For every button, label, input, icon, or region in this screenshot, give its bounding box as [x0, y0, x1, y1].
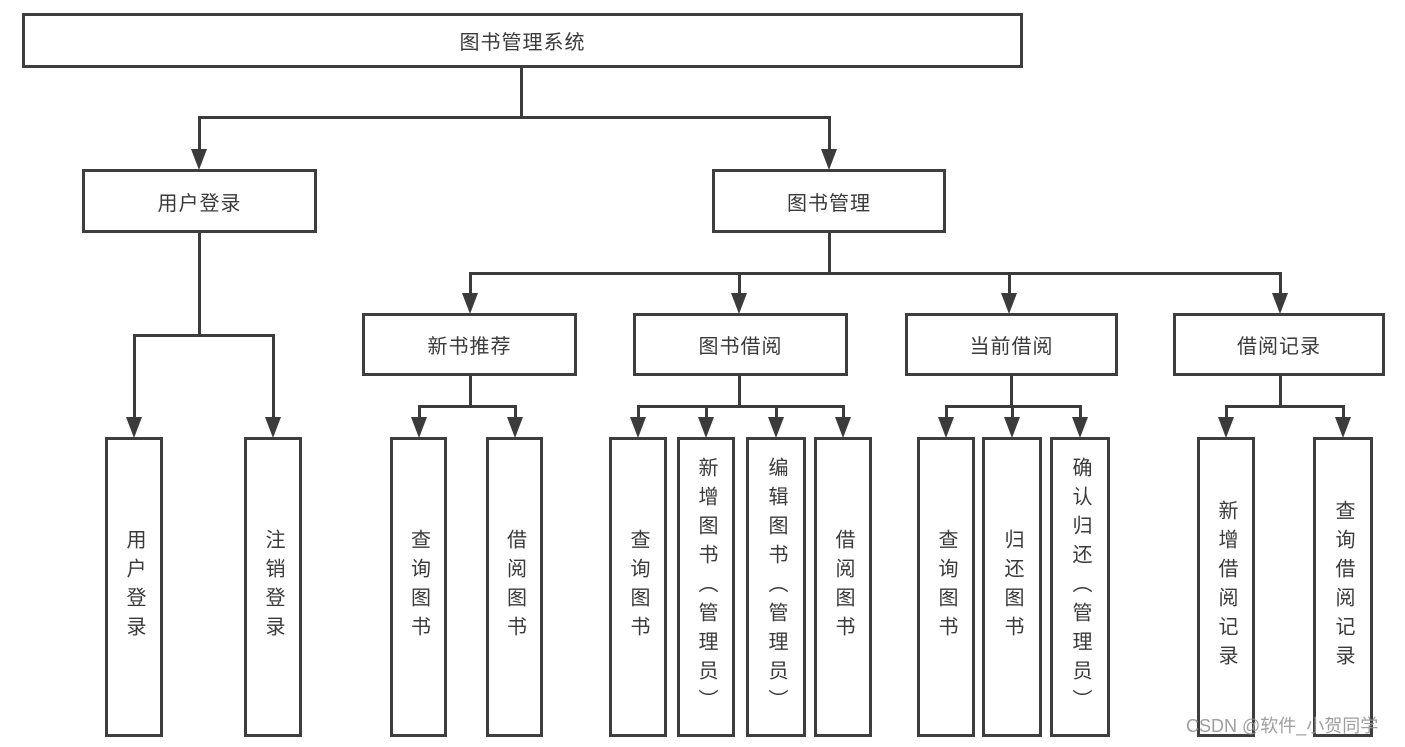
arrowhead-down-icon — [265, 417, 281, 438]
arrowhead-down-icon — [630, 417, 646, 438]
connector-line-vertical — [1224, 406, 1228, 418]
node-borrowing-records-label: 借阅记录 — [1237, 336, 1321, 358]
connector-line-vertical — [197, 117, 201, 150]
connector-line-vertical — [1341, 406, 1345, 418]
leaf-user-login: 用户登录 — [105, 437, 163, 737]
leaf-add-books-admin-label: 新增图书（管理员） — [695, 456, 717, 718]
arrowhead-down-icon — [1072, 417, 1088, 438]
leaf-add-books-admin: 新增图书（管理员） — [677, 437, 735, 737]
node-user-login-label: 用户登录 — [157, 192, 242, 215]
arrowhead-down-icon — [1004, 417, 1020, 438]
connector-line-vertical — [704, 406, 708, 418]
leaf-add-borrow-record-label: 新增借阅记录 — [1215, 500, 1237, 674]
connector-line-vertical — [1009, 376, 1013, 406]
connector-line-vertical — [197, 233, 201, 335]
arrowhead-down-icon — [1272, 293, 1288, 314]
leaf-return-books: 归还图书 — [982, 437, 1042, 737]
connector-line-vertical — [774, 406, 778, 418]
leaf-query-borrow-record: 查询借阅记录 — [1313, 437, 1373, 737]
connector-line-vertical — [841, 406, 845, 418]
node-library-management-system: 图书管理系统 — [22, 13, 1023, 68]
leaf-confirm-return-admin: 确认归还（管理员） — [1050, 437, 1110, 737]
connector-line-vertical — [1278, 273, 1282, 294]
connector-line-vertical — [417, 406, 421, 418]
arrowhead-down-icon — [938, 417, 954, 438]
leaf-borrow-books-recommend: 借阅图书 — [486, 437, 543, 737]
connector-line-vertical — [468, 273, 472, 294]
connector-line-vertical — [737, 273, 741, 294]
leaf-edit-books-admin: 编辑图书（管理员） — [746, 437, 806, 737]
arrowhead-down-icon — [507, 417, 523, 438]
leaf-query-books-borrowing: 查询图书 — [609, 437, 667, 737]
arrowhead-down-icon — [1218, 417, 1234, 438]
arrowhead-down-icon — [768, 417, 784, 438]
connector-line-vertical — [1007, 273, 1011, 294]
leaf-query-books-recommend-label: 查询图书 — [407, 529, 430, 645]
leaf-edit-books-admin-label: 编辑图书（管理员） — [765, 456, 787, 718]
connector-line-vertical — [1078, 406, 1082, 418]
arrowhead-down-icon — [835, 417, 851, 438]
connector-line-vertical — [636, 406, 640, 418]
arrowhead-down-icon — [698, 417, 714, 438]
arrowhead-down-icon — [821, 149, 837, 170]
connector-line-horizontal — [417, 404, 517, 408]
csdn-watermark: CSDN @软件_小贺同学 — [1186, 716, 1379, 736]
connector-line-vertical — [271, 335, 275, 418]
node-current-borrowing: 当前借阅 — [905, 313, 1118, 376]
connector-line-vertical — [132, 335, 136, 418]
node-current-borrowing-label: 当前借阅 — [969, 336, 1054, 358]
arrowhead-down-icon — [1335, 417, 1351, 438]
leaf-query-books-current: 查询图书 — [917, 437, 975, 737]
leaf-query-books-current-label: 查询图书 — [935, 529, 957, 645]
connector-line-vertical — [944, 406, 948, 418]
leaf-borrow-books-recommend-label: 借阅图书 — [503, 529, 526, 645]
node-book-management: 图书管理 — [712, 169, 946, 233]
leaf-confirm-return-admin-label: 确认归还（管理员） — [1069, 456, 1091, 718]
arrowhead-down-icon — [191, 149, 207, 170]
connector-line-horizontal — [1224, 404, 1345, 408]
arrowhead-down-icon — [126, 417, 142, 438]
node-library-management-system-label: 图书管理系统 — [459, 32, 586, 54]
leaf-borrow-books-label: 借阅图书 — [832, 529, 854, 645]
leaf-user-login-label: 用户登录 — [123, 529, 145, 645]
arrowhead-down-icon — [731, 293, 747, 314]
leaf-add-borrow-record: 新增借阅记录 — [1197, 437, 1255, 737]
node-borrowing-records: 借阅记录 — [1173, 313, 1385, 376]
arrowhead-down-icon — [411, 417, 427, 438]
leaf-query-books-borrowing-label: 查询图书 — [627, 529, 649, 645]
connector-line-vertical — [737, 376, 741, 406]
leaf-logout: 注销登录 — [244, 437, 302, 737]
connector-line-horizontal — [197, 115, 831, 119]
arrowhead-down-icon — [462, 293, 478, 314]
connector-line-vertical — [519, 68, 523, 117]
connector-line-vertical — [827, 233, 831, 273]
connector-line-horizontal — [636, 404, 845, 408]
connector-line-horizontal — [468, 271, 1282, 275]
leaf-borrow-books: 借阅图书 — [814, 437, 872, 737]
connector-line-vertical — [513, 406, 517, 418]
node-new-book-recommendation: 新书推荐 — [362, 313, 577, 376]
connector-line-vertical — [1278, 376, 1282, 406]
node-user-login: 用户登录 — [82, 169, 317, 233]
node-book-borrowing: 图书借阅 — [633, 313, 848, 376]
connector-line-vertical — [1010, 406, 1014, 418]
leaf-query-books-recommend: 查询图书 — [390, 437, 447, 737]
leaf-query-borrow-record-label: 查询借阅记录 — [1332, 500, 1354, 674]
node-book-management-label: 图书管理 — [787, 192, 871, 215]
arrowhead-down-icon — [1001, 293, 1017, 314]
connector-line-vertical — [468, 376, 472, 406]
leaf-return-books-label: 归还图书 — [1001, 529, 1023, 645]
connector-line-vertical — [827, 117, 831, 150]
node-new-book-recommendation-label: 新书推荐 — [427, 336, 512, 358]
leaf-logout-label: 注销登录 — [262, 529, 284, 645]
node-book-borrowing-label: 图书借阅 — [698, 336, 783, 358]
connector-line-horizontal — [132, 333, 275, 337]
